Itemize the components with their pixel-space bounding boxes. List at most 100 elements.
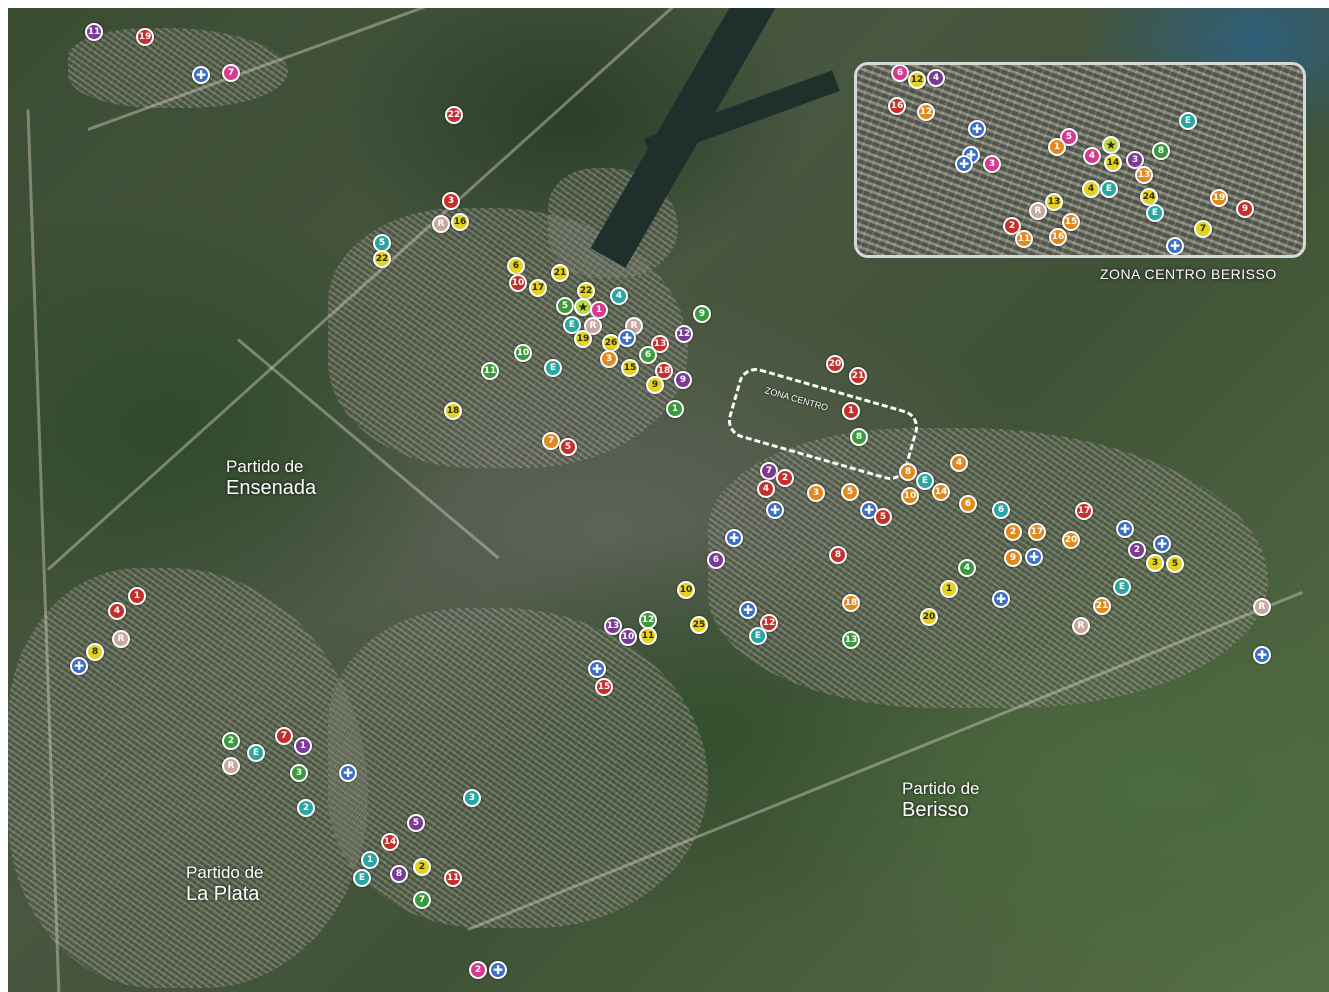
map-marker-yellow[interactable]: 11	[639, 627, 657, 645]
plus-icon[interactable]: ✚	[766, 501, 784, 519]
map-marker-red[interactable]: 18	[655, 362, 673, 380]
map-marker-yellow[interactable]: 8	[86, 643, 104, 661]
plus-icon[interactable]: ✚	[1153, 535, 1171, 553]
map-marker-teal[interactable]: E	[1179, 112, 1197, 130]
map-marker-magenta[interactable]: 4	[1083, 147, 1101, 165]
plus-icon[interactable]: ✚	[725, 529, 743, 547]
plus-icon[interactable]: ✚	[192, 66, 210, 84]
map-marker-teal[interactable]: E	[544, 359, 562, 377]
map-marker-orange[interactable]: 8	[899, 463, 917, 481]
map-marker-yellow[interactable]: 13	[1045, 193, 1063, 211]
map-marker-magenta[interactable]: 1	[590, 301, 608, 319]
map-marker-orange[interactable]: 11	[1015, 230, 1033, 248]
map-marker-red[interactable]: 8	[829, 546, 847, 564]
plus-icon[interactable]: ✚	[70, 657, 88, 675]
map-marker-red[interactable]: 9	[1236, 200, 1254, 218]
map-marker-rosa[interactable]: R	[1072, 617, 1090, 635]
map-marker-rosa[interactable]: R	[1253, 598, 1271, 616]
map-marker-rosa[interactable]: R	[1029, 202, 1047, 220]
map-marker-teal[interactable]: E	[1113, 578, 1131, 596]
map-marker-red[interactable]: 7	[275, 727, 293, 745]
map-marker-red[interactable]: 17	[1075, 502, 1093, 520]
map-marker-orange[interactable]: 1	[1048, 138, 1066, 156]
plus-icon[interactable]: ✚	[1166, 237, 1184, 255]
map-marker-teal[interactable]: 1	[361, 851, 379, 869]
map-marker-orange[interactable]: 18	[842, 594, 860, 612]
map-marker-orange[interactable]: 5	[841, 483, 859, 501]
map-marker-orange[interactable]: 13	[1135, 166, 1153, 184]
map-marker-orange[interactable]: 19	[1210, 189, 1228, 207]
map-marker-red[interactable]: 21	[849, 367, 867, 385]
satellite-map[interactable]: ZONA CENTRO Partido de Ensenada Partido …	[8, 8, 1329, 992]
map-marker-red[interactable]: 2	[776, 469, 794, 487]
map-marker-teal[interactable]: E	[1100, 180, 1118, 198]
map-marker-red[interactable]: 16	[888, 97, 906, 115]
map-marker-orange[interactable]: 21	[1093, 597, 1111, 615]
map-marker-yellow[interactable]: 4	[1082, 180, 1100, 198]
map-marker-purple[interactable]: 12	[675, 325, 693, 343]
map-marker-red[interactable]: 1	[842, 402, 860, 420]
map-marker-purple[interactable]: 9	[674, 371, 692, 389]
plus-icon[interactable]: ✚	[1253, 646, 1271, 664]
map-marker-magenta[interactable]: 3	[983, 155, 1001, 173]
map-marker-purple[interactable]: 10	[619, 628, 637, 646]
map-marker-purple[interactable]: 2	[1128, 541, 1146, 559]
map-marker-red[interactable]: 5	[559, 438, 577, 456]
map-marker-teal[interactable]: E	[749, 627, 767, 645]
map-marker-teal[interactable]: E	[353, 869, 371, 887]
map-marker-magenta[interactable]: 6	[891, 65, 909, 82]
map-marker-teal[interactable]: 6	[992, 501, 1010, 519]
map-marker-purple[interactable]: 4	[927, 69, 945, 87]
map-marker-red[interactable]: 15	[595, 678, 613, 696]
plus-icon[interactable]: ✚	[955, 155, 973, 173]
map-marker-green[interactable]: 4	[958, 559, 976, 577]
map-marker-yellow[interactable]: 12	[908, 71, 926, 89]
map-marker-orange[interactable]: 10	[901, 487, 919, 505]
map-marker-green[interactable]: 5	[556, 297, 574, 315]
map-marker-red[interactable]: 1	[128, 587, 146, 605]
map-marker-red[interactable]: 12	[760, 614, 778, 632]
map-marker-yellow[interactable]: 25	[690, 616, 708, 634]
map-marker-orange[interactable]: 3	[600, 350, 618, 368]
map-marker-yellow[interactable]: 14	[1104, 154, 1122, 172]
map-marker-teal[interactable]: E	[916, 472, 934, 490]
map-marker-red[interactable]: 19	[136, 28, 154, 46]
map-marker-orange[interactable]: 3	[807, 484, 825, 502]
map-marker-yellow[interactable]: 1	[940, 580, 958, 598]
map-marker-green[interactable]: 6	[639, 346, 657, 364]
map-marker-yellow[interactable]: 7	[1194, 220, 1212, 238]
map-marker-purple[interactable]: 5	[407, 814, 425, 832]
map-marker-yellow[interactable]: 3	[1146, 554, 1164, 572]
map-marker-magenta[interactable]: 7	[222, 64, 240, 82]
map-marker-yellow[interactable]: 22	[577, 282, 595, 300]
map-marker-orange[interactable]: 6	[959, 495, 977, 513]
map-marker-orange[interactable]: 16	[1049, 228, 1067, 246]
map-marker-yellow[interactable]: 6	[507, 257, 525, 275]
map-marker-yellow[interactable]: 19	[574, 330, 592, 348]
map-marker-teal[interactable]: 2	[297, 799, 315, 817]
map-marker-teal[interactable]: E	[563, 316, 581, 334]
map-marker-teal[interactable]: E	[247, 744, 265, 762]
plus-icon[interactable]: ✚	[618, 329, 636, 347]
map-marker-purple[interactable]: 1	[294, 737, 312, 755]
map-marker-yellow[interactable]: 17	[529, 279, 547, 297]
map-marker-red[interactable]: 14	[381, 833, 399, 851]
map-marker-purple[interactable]: 6	[707, 551, 725, 569]
map-marker-rosa[interactable]: R	[432, 215, 450, 233]
map-marker-green[interactable]: 8	[850, 428, 868, 446]
map-marker-red[interactable]: 13	[651, 335, 669, 353]
map-marker-orange[interactable]: 7	[542, 432, 560, 450]
map-marker-green[interactable]: 13	[842, 631, 860, 649]
map-marker-red[interactable]: 2	[1003, 217, 1021, 235]
map-marker-red[interactable]: 22	[445, 106, 463, 124]
map-marker-yellow[interactable]: 15	[621, 359, 639, 377]
map-marker-yellow[interactable]: 22	[373, 250, 391, 268]
map-marker-yellow[interactable]: 20	[920, 608, 938, 626]
map-marker-rosa[interactable]: R	[584, 317, 602, 335]
map-marker-red[interactable]: 20	[826, 355, 844, 373]
map-marker-red[interactable]: 11	[444, 869, 462, 887]
map-marker-rosa[interactable]: R	[112, 630, 130, 648]
map-marker-yellow[interactable]: 9	[646, 376, 664, 394]
star-icon[interactable]: ★	[1102, 136, 1120, 154]
